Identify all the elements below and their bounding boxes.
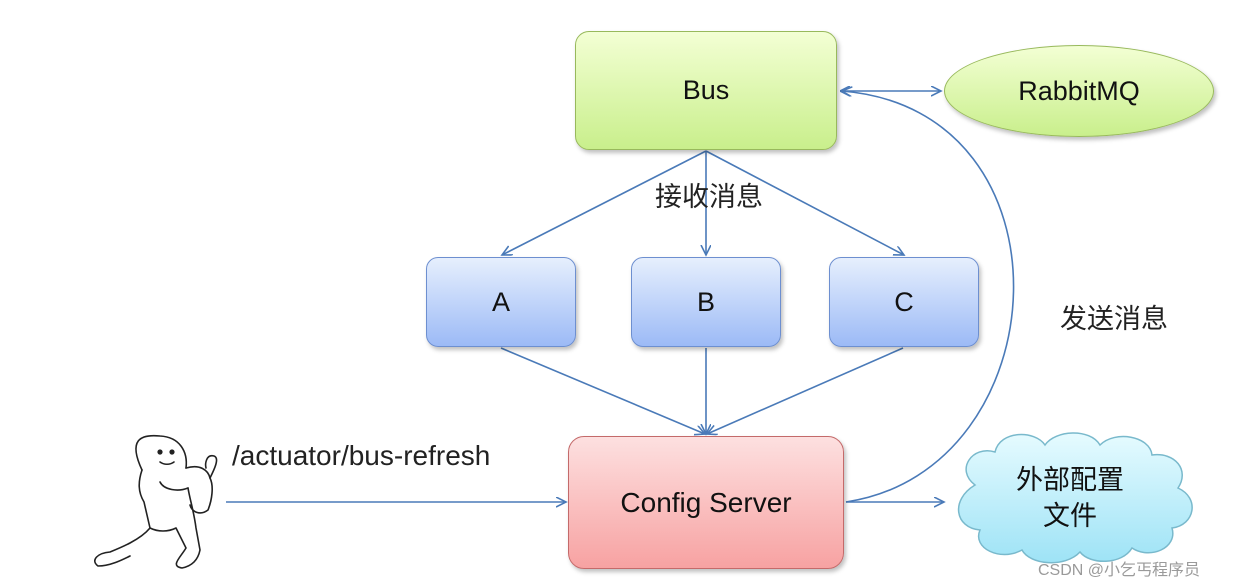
user-figure [94, 434, 218, 569]
config-server-label: Config Server [620, 486, 792, 518]
watermark: CSDN @小乞丐程序员 [1038, 562, 1201, 579]
external-config-cloud [958, 432, 1193, 564]
service-c-node: C [829, 257, 979, 347]
arrow-config-to-bus-curve [842, 91, 1015, 503]
service-a-label: A [491, 286, 510, 317]
rabbitmq-label: RabbitMQ [1018, 75, 1140, 106]
arrow-bus-to-a [502, 150, 707, 255]
arrow-a-to-config [500, 347, 705, 434]
config-server-node: Config Server [568, 436, 844, 569]
service-c-label: C [894, 286, 914, 317]
arrow-c-to-config [707, 347, 904, 434]
rabbitmq-node: RabbitMQ [944, 45, 1214, 137]
bus-label: Bus [682, 75, 730, 105]
external-config-label: 外部配置 文件 [990, 462, 1150, 534]
external-config-line2: 文件 [1043, 501, 1097, 531]
bus-node: Bus [575, 31, 837, 150]
receive-message-label: 接收消息 [655, 182, 763, 212]
send-message-label: 发送消息 [1060, 304, 1168, 334]
external-config-line1: 外部配置 [1016, 465, 1124, 495]
endpoint-label: /actuator/bus-refresh [232, 440, 491, 471]
service-b-node: B [631, 257, 781, 347]
service-a-node: A [426, 257, 576, 347]
arrow-bus-to-c [705, 150, 904, 255]
service-b-label: B [696, 286, 715, 317]
